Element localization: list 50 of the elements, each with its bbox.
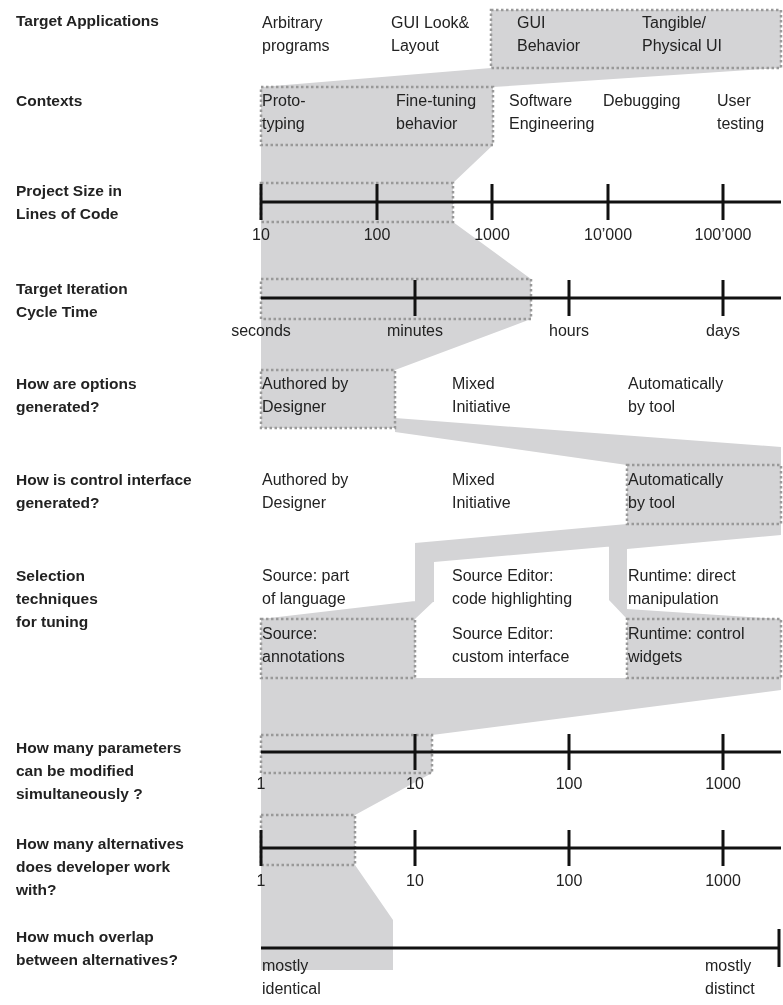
option-label: Source: annotations	[262, 624, 346, 667]
tick-label: 10	[406, 871, 424, 891]
tick-label: 100	[555, 871, 583, 891]
row-heading: Project Size in Lines of Code	[16, 181, 123, 224]
option-label: GUI Look& Layout	[391, 13, 471, 56]
tick-label: 100’000	[694, 225, 752, 245]
option-label: Fine-tuning behavior	[396, 91, 478, 134]
option-label: Authored by Designer	[262, 374, 350, 417]
option-label: Mixed Initiative	[452, 470, 512, 513]
option-label: Source Editor: code highlighting	[452, 566, 574, 609]
tick-label: seconds	[231, 321, 291, 341]
option-label: mostly identical	[262, 956, 322, 999]
tick-label: 1000	[474, 225, 510, 245]
tick-label: 1000	[705, 871, 741, 891]
option-label: Arbitrary programs	[262, 13, 331, 56]
tick-label: minutes	[387, 321, 443, 341]
tick-label: 1	[256, 871, 266, 891]
option-label: Proto- typing	[262, 91, 307, 134]
option-label: Tangible/ Physical UI	[642, 13, 724, 56]
option-label: Debugging	[603, 91, 682, 111]
row-heading: How many parameters can be modified simultaneously ?	[16, 738, 183, 804]
option-label: Source Editor: custom interface	[452, 624, 571, 667]
row-heading: Contexts	[16, 91, 84, 111]
row-heading: How are options generated?	[16, 374, 138, 417]
option-label: User testing	[717, 91, 766, 134]
row-heading: How is control interface generated?	[16, 470, 193, 513]
tick-label: 1	[256, 774, 266, 794]
row-heading: How much overlap between alternatives?	[16, 927, 179, 970]
tick-label: 10	[406, 774, 424, 794]
tick-label: 10’000	[584, 225, 632, 245]
tick-label: 100	[555, 774, 583, 794]
row-heading: How many alternatives does developer work with?	[16, 834, 185, 900]
tick-label: 100	[363, 225, 391, 245]
option-label: Mixed Initiative	[452, 374, 512, 417]
option-label: Automatically by tool	[628, 374, 725, 417]
row-heading: Target Iteration Cycle Time	[16, 279, 129, 322]
row-heading: Selection techniques for tuning	[16, 566, 99, 632]
option-label: Software Engineering	[509, 91, 596, 134]
tick-label: 10	[252, 225, 270, 245]
tick-label: hours	[549, 321, 589, 341]
option-label: Authored by Designer	[262, 470, 350, 513]
tick-label: 1000	[705, 774, 741, 794]
option-label: GUI Behavior	[517, 13, 582, 56]
row-heading: Target Applications	[16, 11, 160, 31]
option-label: Source: part of language	[262, 566, 351, 609]
option-label: mostly distinct	[705, 956, 756, 999]
option-label: Automatically by tool	[628, 470, 725, 513]
tick-label: days	[706, 321, 740, 341]
option-label: Runtime: control widgets	[628, 624, 746, 667]
option-label: Runtime: direct manipulation	[628, 566, 737, 609]
